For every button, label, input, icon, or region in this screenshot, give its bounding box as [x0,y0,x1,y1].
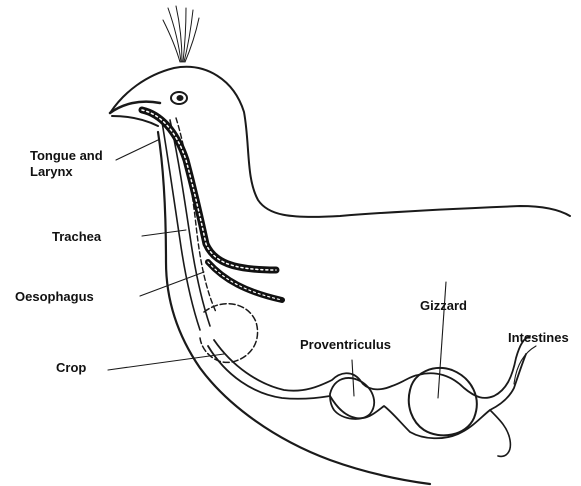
label-tongue-and-larynx: Tongue and Larynx [30,148,103,180]
label-intestines: Intestines [508,330,569,346]
crop-sac [200,304,258,363]
gizzard-shape [409,368,477,435]
label-trachea: Trachea [52,229,101,245]
eye [171,92,187,104]
lower-beak [112,116,158,126]
label-tongue-line2: Larynx [30,164,103,180]
intestine-loop [490,410,510,456]
breast-outline [158,132,430,484]
label-crop: Crop [56,360,86,376]
proventriculus-bulb [330,378,374,419]
label-tongue-line1: Tongue and [30,148,103,164]
leader-lines [108,140,536,398]
label-proventriculus: Proventriculus [300,337,391,353]
crest-feathers [163,6,199,62]
label-oesophagus: Oesophagus [15,289,94,305]
label-gizzard: Gizzard [420,298,467,314]
